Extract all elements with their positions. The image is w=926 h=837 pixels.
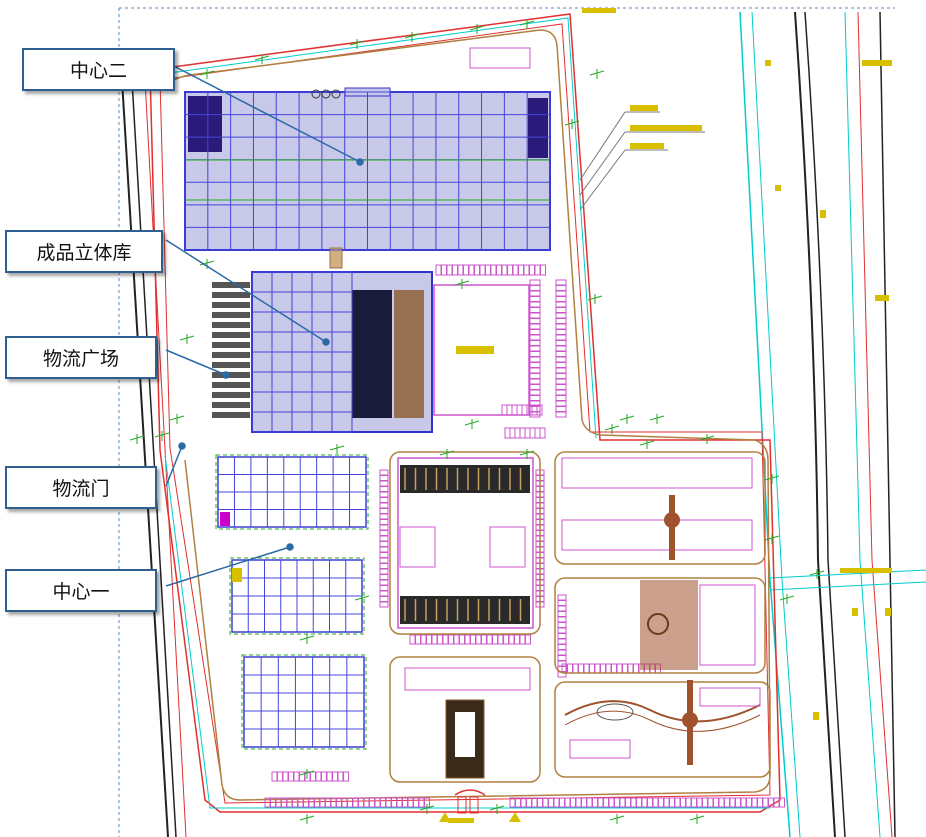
- callout-label: 成品立体库: [36, 243, 132, 264]
- callout-logistics-gate: 物流门: [5, 466, 157, 509]
- callout-label: 中心一: [52, 582, 110, 603]
- east-complex: [554, 451, 771, 778]
- pointer-dot-icon: [178, 442, 186, 450]
- center2-building: [184, 47, 551, 269]
- callout-finished-warehouse: 成品立体库: [5, 230, 163, 273]
- site-boundary: [149, 13, 781, 813]
- pointer-dot-icon: [356, 158, 364, 166]
- cyan-setback: [154, 17, 770, 809]
- callout-label: 中心二: [69, 61, 127, 82]
- callout-label: 物流门: [52, 479, 110, 500]
- finished-warehouse-building: [251, 271, 530, 433]
- callout-logistics-plaza: 物流广场: [5, 336, 157, 379]
- east-road: [739, 11, 926, 837]
- pointer-dot-icon: [222, 371, 230, 379]
- green-marks: [129, 19, 825, 824]
- pointer-dot-icon: [286, 543, 294, 551]
- yellow-annotation-text: [582, 8, 892, 720]
- callout-center2: 中心二: [22, 48, 175, 91]
- lower-middle-building: [389, 656, 541, 783]
- pointer-dot-icon: [322, 338, 330, 346]
- callout-leaders: [165, 61, 364, 587]
- site-landscape-outline: [164, 29, 771, 801]
- center1-buildings: [215, 454, 369, 750]
- callout-center1: 中心一: [5, 569, 157, 612]
- leader-annotations: [579, 111, 705, 211]
- parking-stalls: [264, 264, 785, 808]
- logistics-plaza: [212, 282, 250, 418]
- middle-building: [389, 451, 541, 635]
- south-gate: [439, 789, 521, 823]
- callout-label: 物流广场: [42, 349, 119, 370]
